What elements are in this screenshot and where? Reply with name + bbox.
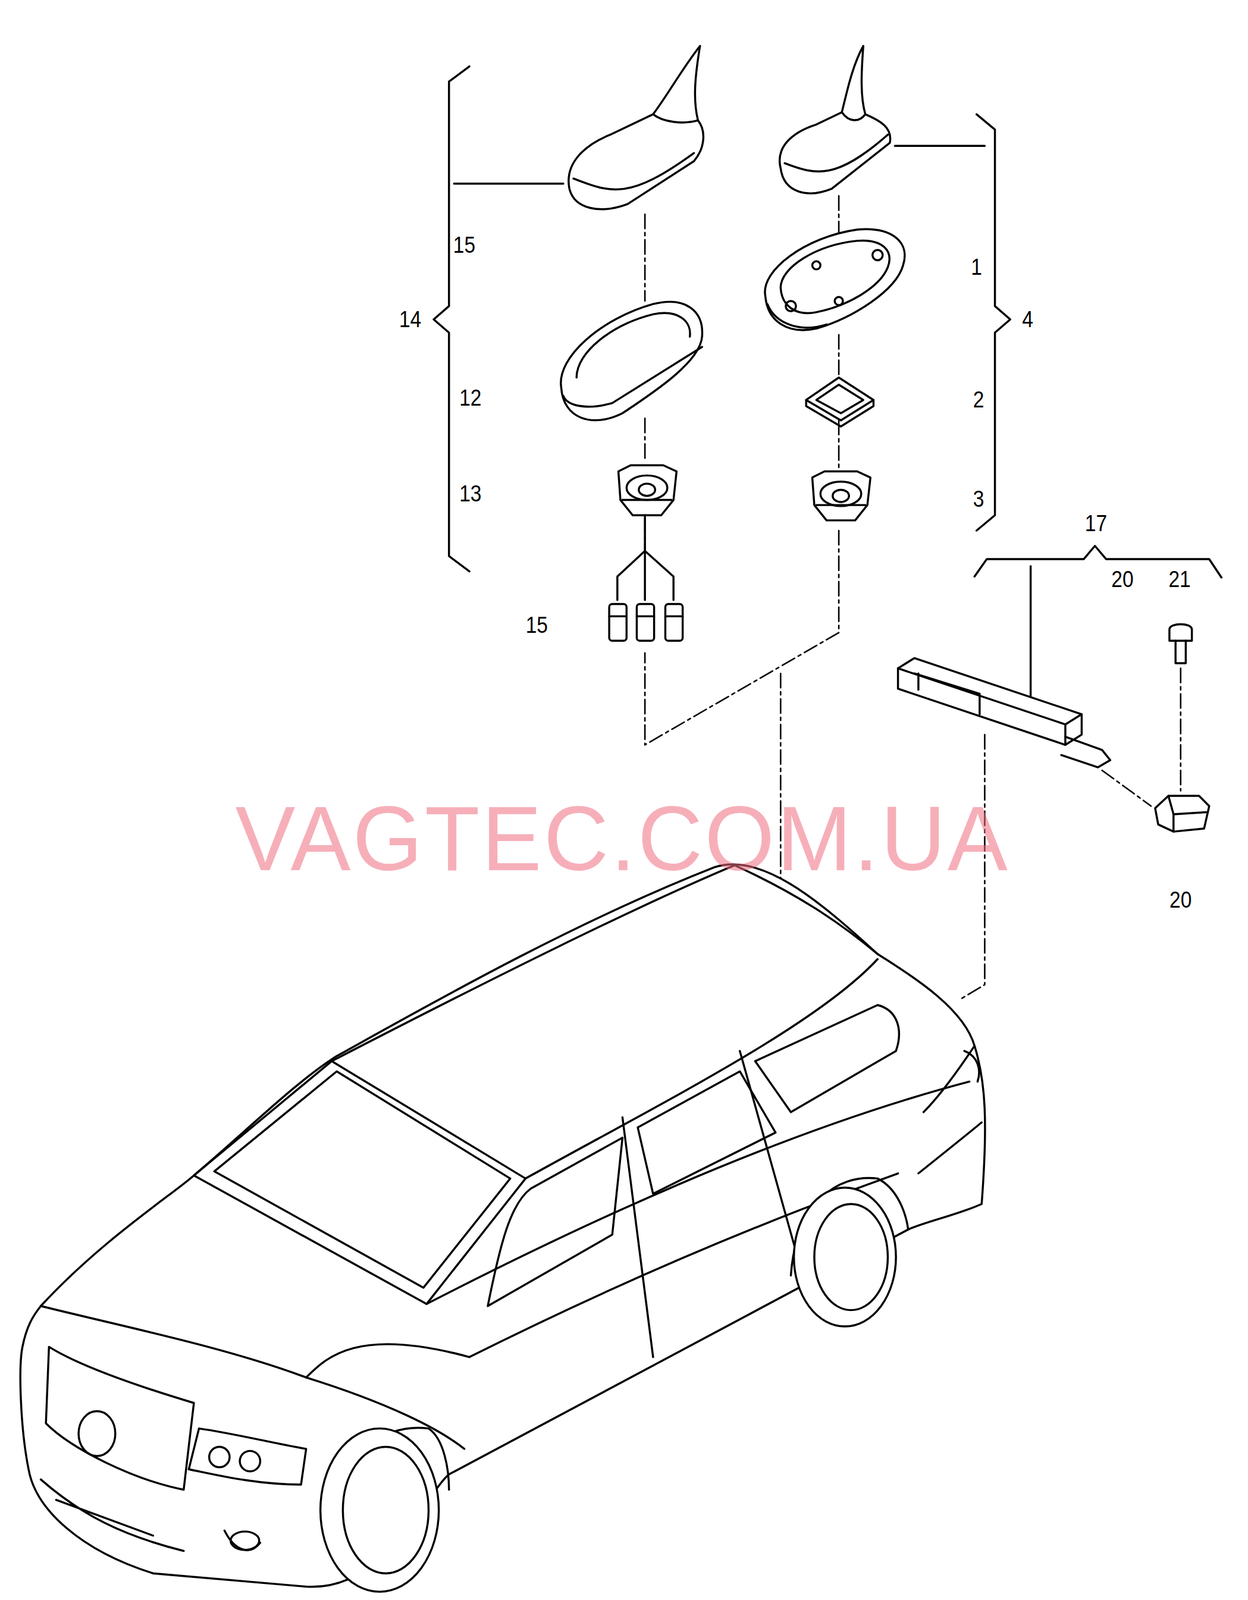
callout-number: 13 <box>459 482 482 506</box>
callout-number: 1 <box>970 255 983 279</box>
callout-number: 15 <box>525 613 548 638</box>
callout-number: 3 <box>973 487 985 511</box>
callout-number: 4 <box>1021 307 1034 331</box>
callout-number: 14 <box>399 307 422 331</box>
callout-number: 12 <box>459 386 482 410</box>
callout-number: 2 <box>973 388 985 412</box>
watermark: VAGTEC.COM.UA <box>234 792 1010 885</box>
callout-number: 21 <box>1168 568 1191 592</box>
callout-number: 15 <box>453 233 476 257</box>
callout-number: 17 <box>1085 511 1108 535</box>
callout-number: 20 <box>1169 888 1192 912</box>
callout-number: 20 <box>1111 568 1134 592</box>
